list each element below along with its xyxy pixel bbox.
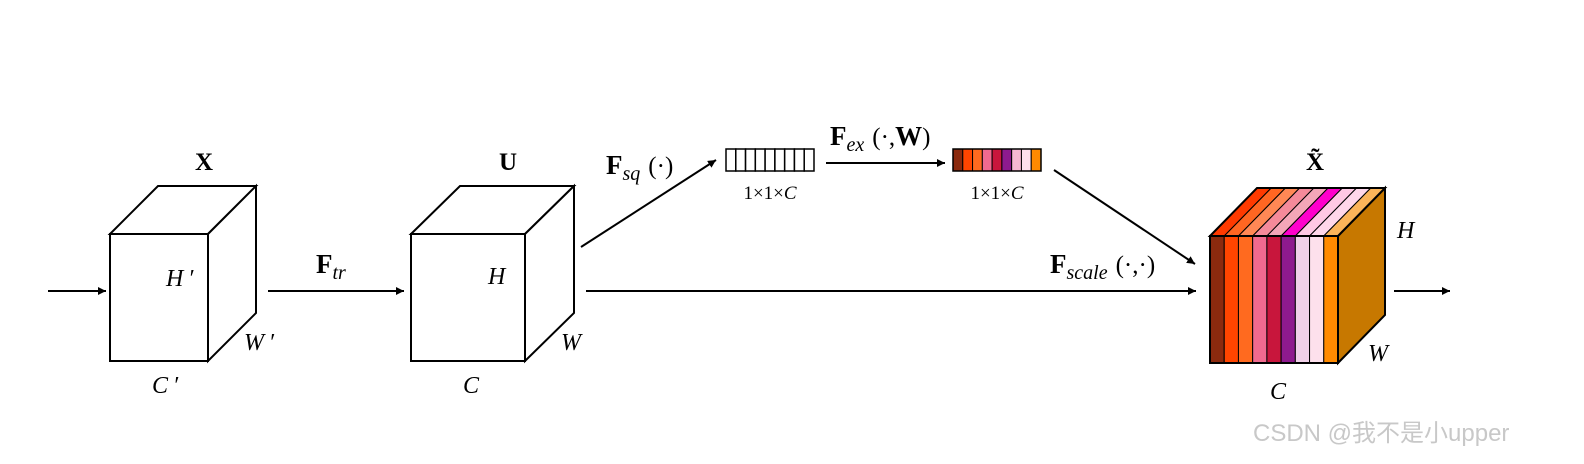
output-tensor-x-tilde <box>1207 185 1388 366</box>
u-channels-label: C <box>463 373 480 399</box>
excitation-label: Fex(·,W) <box>830 121 931 156</box>
excited-vector-cell <box>1020 148 1032 172</box>
output-cube-front-slice <box>1309 235 1325 364</box>
squeezed-vector <box>725 148 815 172</box>
excited-vector-cell <box>1011 148 1022 172</box>
squeezed-vector-cell <box>735 148 747 172</box>
x-tilde-width-label: W <box>1368 341 1390 367</box>
output-cube-front-slice <box>1280 235 1296 364</box>
squeezed-vector-dims: 1×1×C <box>743 183 796 204</box>
excited-vector-cell <box>981 148 993 172</box>
excited-vector-dims: 1×1×C <box>970 183 1023 204</box>
squeeze-label: Fsq(·) <box>606 150 673 185</box>
x-tilde-title: X̃ <box>1306 148 1324 176</box>
arrows <box>48 159 1450 295</box>
excited-vector-cell <box>991 148 1003 172</box>
transform-label: Ftr <box>316 249 346 284</box>
excited-vector-cell <box>1001 148 1013 172</box>
squeeze-arrow <box>580 159 717 248</box>
x-channels-label: C ′ <box>152 373 179 399</box>
x-tilde-height-label: H <box>1396 218 1416 244</box>
output-cube-front-slice <box>1209 235 1225 364</box>
excited-to-scale-arrow <box>1053 169 1196 265</box>
x-tilde-channels-label: C <box>1270 379 1287 405</box>
output-cube-front-slice <box>1237 235 1254 364</box>
x-width-label: W ′ <box>244 330 275 356</box>
u-title: U <box>499 149 517 176</box>
squeezed-vector-cell <box>803 148 815 172</box>
excited-vector-cell <box>962 148 974 172</box>
output-cube-front-slice <box>1323 235 1339 364</box>
input-tensor-x <box>107 183 259 364</box>
squeezed-vector-cell <box>725 148 737 172</box>
squeezed-vector-cell <box>793 148 805 172</box>
excited-vector-cell <box>952 148 964 172</box>
output-cube-front-slice <box>1252 235 1268 364</box>
x-height-label: H ′ <box>165 266 194 292</box>
excited-vector-cell <box>1030 148 1042 172</box>
output-cube-front-slice <box>1266 235 1282 364</box>
excited-vector-cell <box>972 148 983 172</box>
squeezed-vector-cell <box>744 148 757 172</box>
squeezed-vector-cell <box>783 148 796 172</box>
output-cube-front-slice <box>1294 235 1311 364</box>
squeezed-vector-cell <box>754 148 766 172</box>
watermark: CSDN @我不是小upper <box>1253 420 1509 447</box>
scale-label: Fscale(·,·) <box>1050 249 1155 284</box>
u-width-label: W <box>561 330 583 356</box>
squeezed-vector-cell <box>774 148 786 172</box>
excited-vector-outline <box>952 148 1042 172</box>
excited-vector <box>952 148 1042 172</box>
u-height-label: H <box>487 264 507 290</box>
output-cube-front-slice <box>1223 235 1239 364</box>
u-cube-front <box>410 233 526 362</box>
x-cube-front <box>109 233 209 362</box>
squeezed-vector-cell <box>764 148 776 172</box>
x-title: X <box>195 149 213 176</box>
feature-map-u <box>408 183 577 364</box>
output-cube-top-outline <box>1207 187 1388 237</box>
